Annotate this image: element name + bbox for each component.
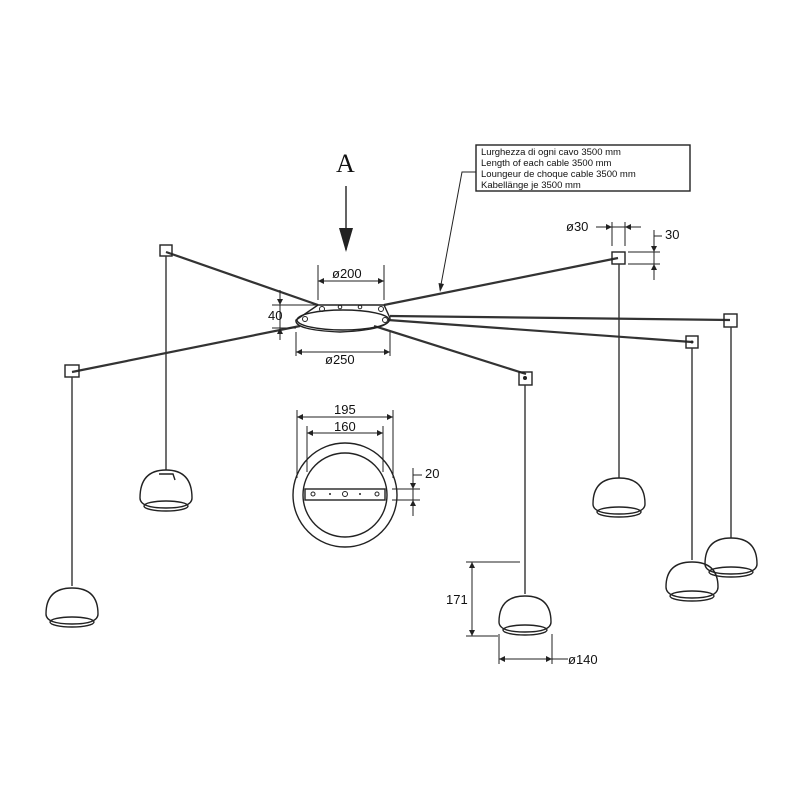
shade-dimensions: 171 ø140: [446, 561, 598, 667]
note-line-4: Kabellänge je 3500 mm: [481, 180, 581, 191]
canopy-dimensions: ø200 ø250 40: [268, 265, 391, 367]
ring-inner: 160: [334, 419, 356, 434]
shade-6: [498, 595, 552, 636]
shade-1: [139, 469, 193, 512]
cable-length-note: Lurghezza di ogni cavo 3500 mm Length of…: [438, 144, 691, 292]
ring-thickness: 20: [425, 466, 439, 481]
drop-wires: [71, 256, 732, 594]
shade-height: 171: [446, 592, 468, 607]
note-line-2: Length of each cable 3500 mm: [481, 158, 612, 169]
shade-3: [592, 477, 646, 518]
suspension-cables: [71, 250, 731, 376]
pendant-shades: [45, 469, 758, 636]
note-line-1: Lurghezza di ogni cavo 3500 mm: [481, 147, 621, 158]
canopy-bottom-diameter: ø250: [325, 352, 355, 367]
canopy-height: 40: [268, 308, 282, 323]
view-label: A: [336, 149, 355, 178]
ceiling-canopy: [295, 304, 391, 333]
canopy-view-a: 195 160 20: [292, 402, 439, 548]
ring-outer: 195: [334, 402, 356, 417]
hook-diameter: ø30: [566, 219, 588, 234]
hook-height: 30: [665, 227, 679, 242]
shade-4: [704, 537, 758, 578]
shade-2: [45, 587, 99, 628]
shade-diameter: ø140: [568, 652, 598, 667]
hook-dimensions: ø30 30: [566, 219, 679, 280]
note-line-3: Loungeur de choque cable 3500 mm: [481, 169, 636, 180]
shade-5: [665, 561, 719, 602]
canopy-top-diameter: ø200: [332, 266, 362, 281]
view-a-indicator: A: [336, 149, 355, 252]
